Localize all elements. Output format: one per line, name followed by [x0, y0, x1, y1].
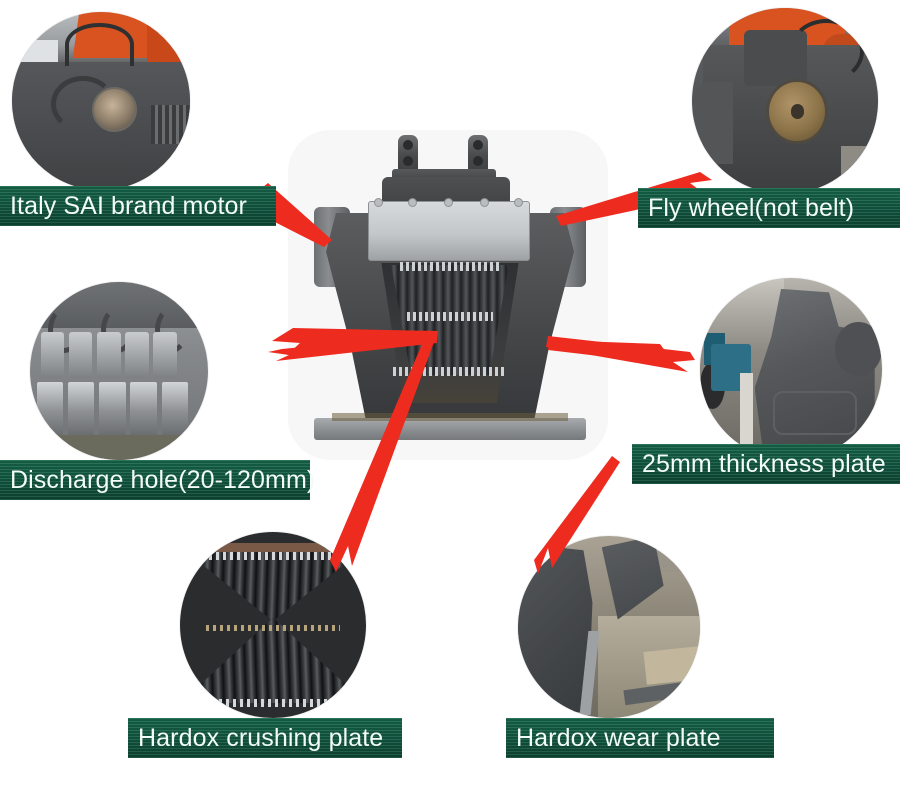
crusher-teeth-bottom: [393, 367, 507, 376]
label-25mm-thickness-plate: 25mm thickness plate: [632, 444, 900, 484]
label-discharge-hole: Discharge hole(20-120mm): [0, 460, 315, 500]
crusher-teeth-middle: [407, 312, 493, 321]
mounting-lug-right: [468, 135, 488, 179]
hopper-panel: [368, 201, 530, 261]
label-hardox-crushing-plate: Hardox crushing plate: [128, 718, 402, 758]
product-image-crusher-bucket: [300, 135, 600, 460]
callout-photo-flywheel: [692, 8, 878, 194]
label-hardox-wear-plate: Hardox wear plate: [506, 718, 774, 758]
mounting-lug-left: [398, 135, 418, 179]
mounting-lugs: [300, 135, 600, 185]
callout-photo-wear-plate: [518, 536, 700, 718]
callout-photo-motor: [12, 12, 190, 190]
callout-photo-crushing-plate: [180, 532, 366, 718]
label-italy-sai-brand-motor: Italy SAI brand motor: [0, 186, 276, 226]
crusher-teeth-top: [400, 262, 500, 271]
callout-photo-discharge: [30, 282, 208, 460]
callout-photo-thickness-plate: [700, 278, 882, 460]
label-fly-wheel: Fly wheel(not belt): [638, 188, 900, 228]
hopper-bolt-row: [368, 198, 528, 207]
bucket-base-edge: [314, 413, 586, 440]
